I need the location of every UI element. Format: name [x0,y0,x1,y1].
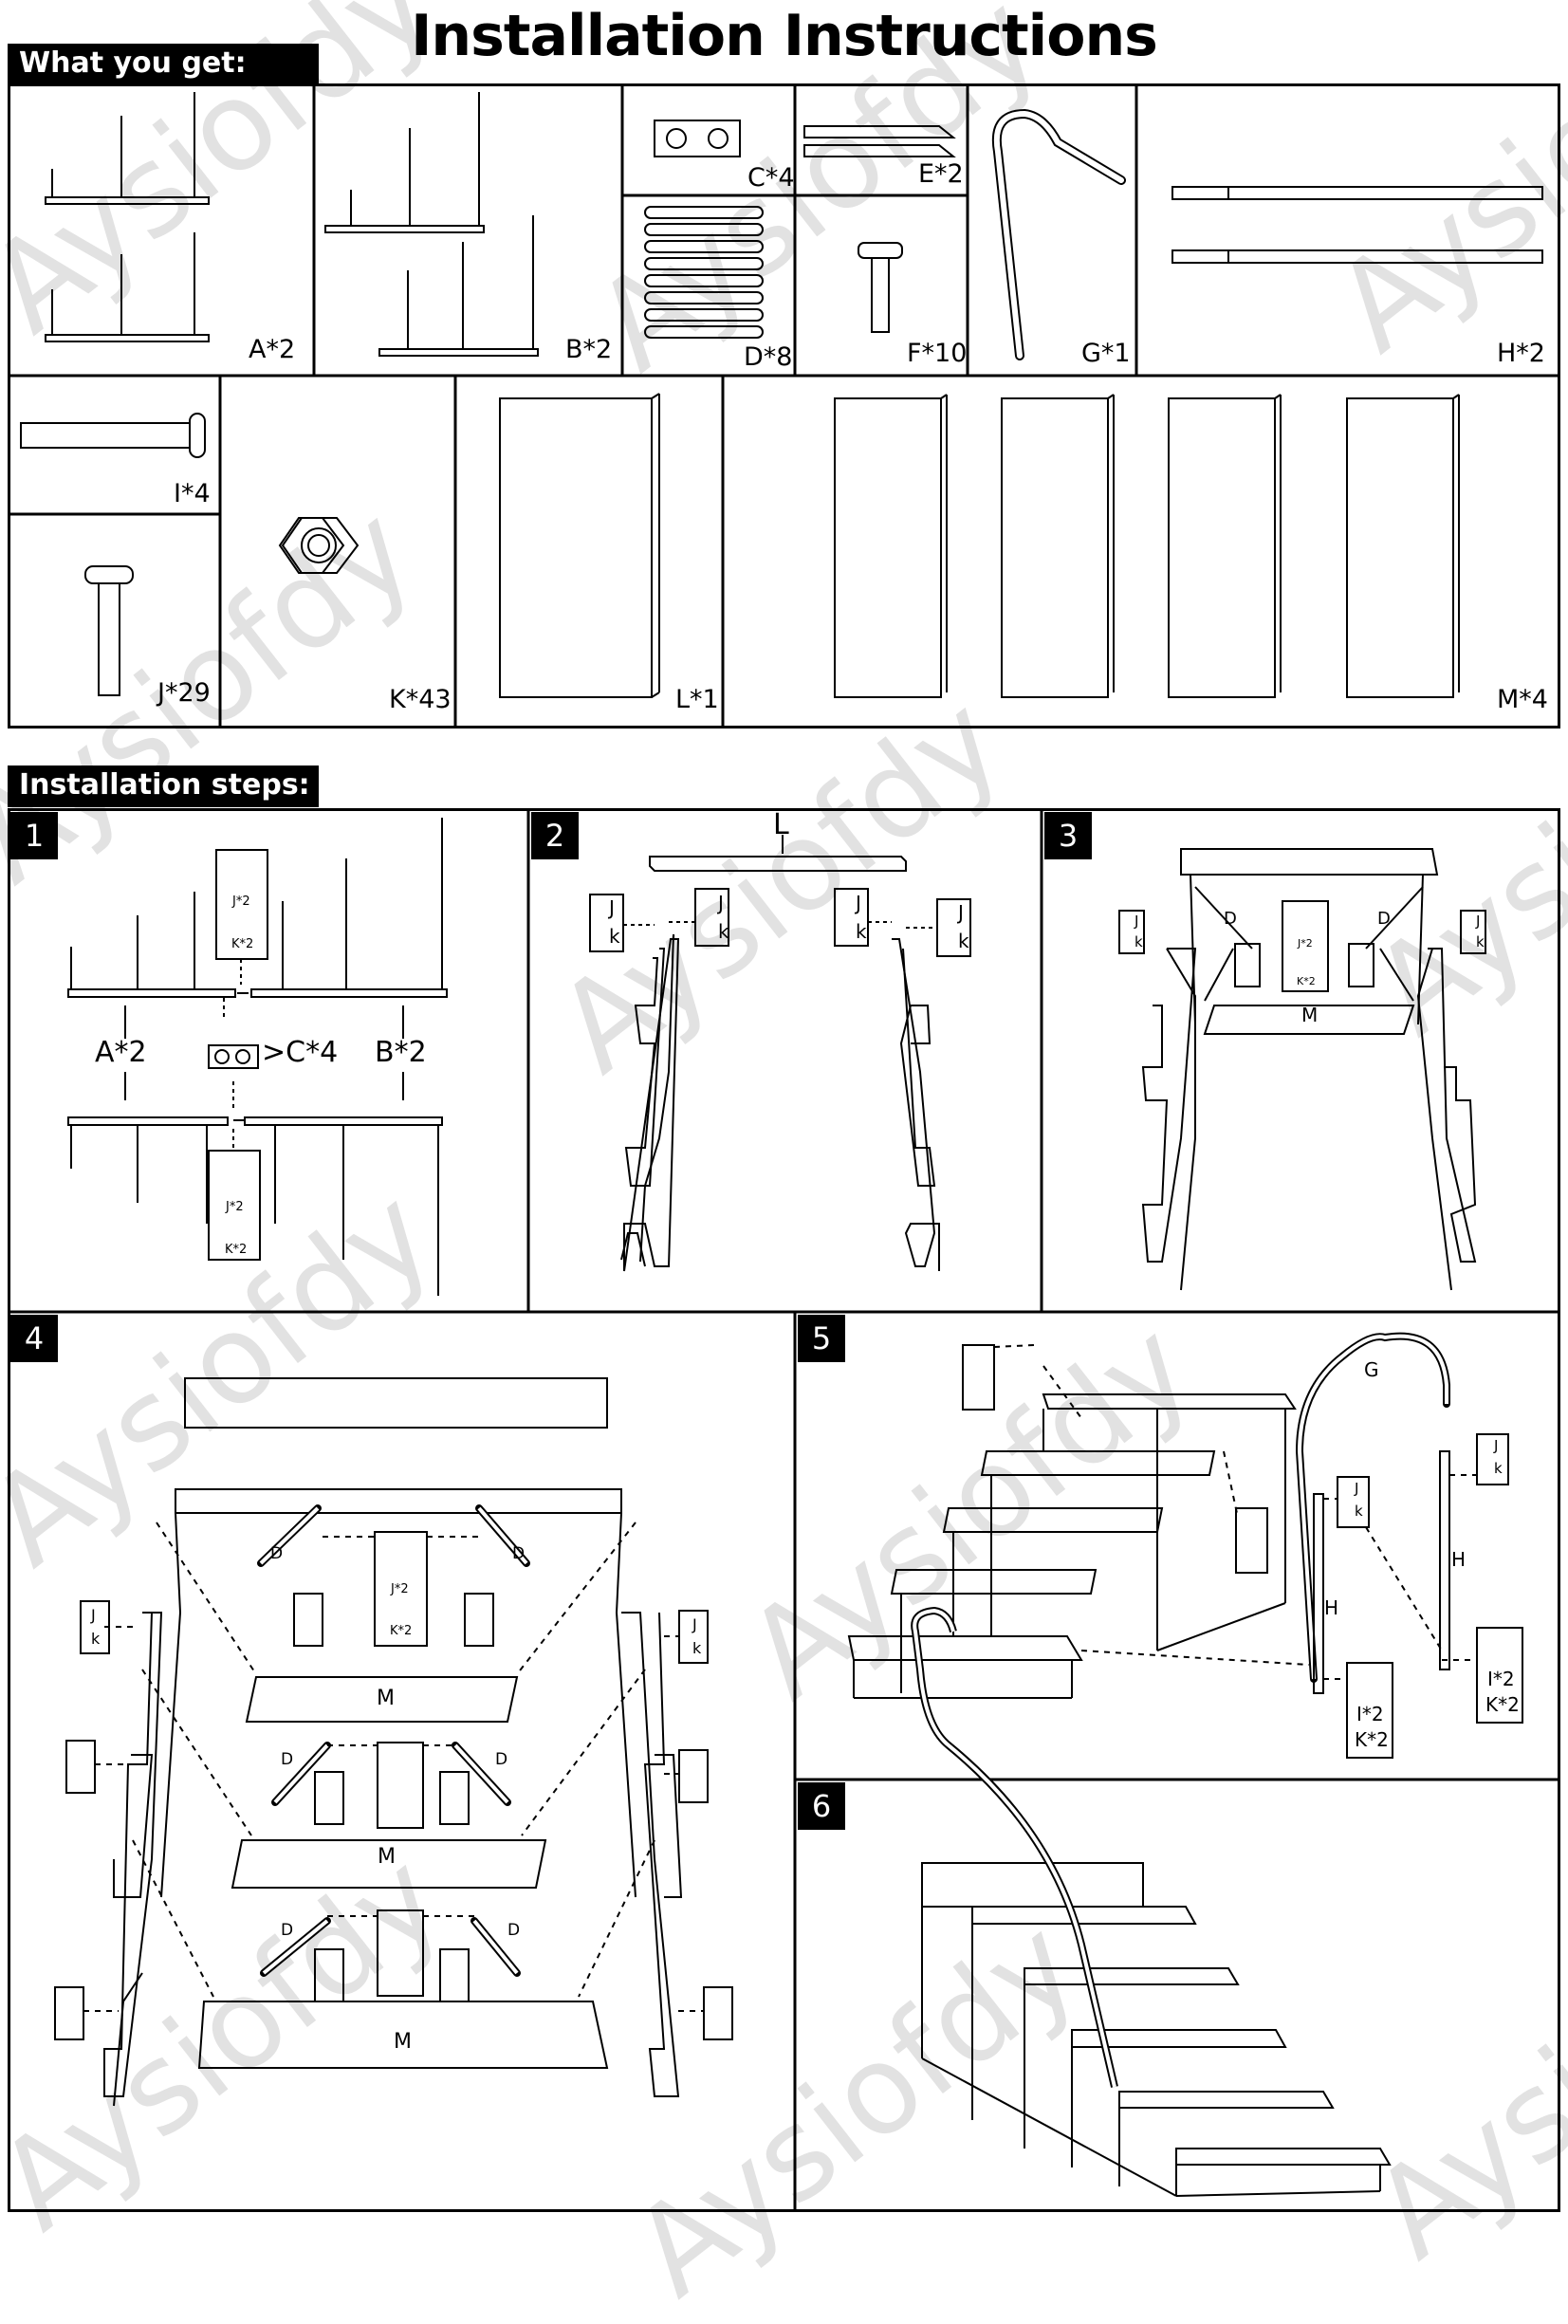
step2-label-k3: k [856,920,867,943]
step3-label-j-right: J [1476,913,1481,930]
step-6-drawing [911,1606,1392,2197]
step2-label-j2: J [718,892,724,914]
step-5-drawing [847,1332,1523,1759]
step2-label-j3: J [856,892,861,914]
step4-label-k2: K*2 [390,1624,413,1638]
part-label-l: L*1 [675,685,719,714]
part-d-drawing [644,206,764,339]
step-number-4: 4 [10,1315,58,1362]
part-f-drawing [858,242,903,333]
step4-label-d4: D [495,1750,508,1769]
step5-label-k2-right: K*2 [1485,1693,1520,1716]
step1-label-j-bottom: J*2 [226,1200,244,1214]
step3-label-k: k [1134,933,1143,950]
step5-label-k-right: k [1494,1460,1503,1477]
steps-panel [8,808,1560,2212]
step2-label-j4: J [958,901,964,924]
part-label-h: H*2 [1497,339,1545,368]
part-j-drawing [84,565,134,696]
step-2-drawing [589,835,971,1272]
step-drawings [54,818,1523,2197]
step3-label-d2: D [1377,909,1391,929]
part-i-drawing [20,413,206,458]
step2-label-k4: k [958,930,969,952]
part-label-e: E*2 [918,159,964,189]
step4-label-j-right: J [692,1615,697,1633]
step3-label-k2: K*2 [1297,975,1316,987]
step1-label-k: K*2 [231,937,254,951]
part-k-drawing [278,517,360,574]
step5-label-j-right: J [1494,1437,1499,1454]
step5-label-h1: H [1324,1596,1339,1619]
steps-header: Installation steps: [8,765,319,807]
step4-label-d1: D [270,1544,284,1563]
part-label-i: I*4 [174,479,211,508]
step-number-5: 5 [798,1315,845,1362]
parts-header: What you get: [8,44,319,85]
part-label-a: A*2 [249,335,296,364]
step5-label-i2-right: I*2 [1487,1668,1515,1690]
step5-label-g: G [1364,1358,1379,1381]
step4-label-m1: M [377,1687,395,1710]
step4-label-j2: J*2 [391,1582,409,1596]
part-label-c: C*4 [747,163,795,193]
part-label-k: K*43 [389,685,452,714]
step2-label-k2: k [718,920,729,943]
steps-grid-lines [8,810,1560,2210]
step-4-drawing [54,1377,733,2107]
part-label-m: M*4 [1497,685,1548,714]
step4-label-d5: D [281,1921,294,1940]
step1-label-a: A*2 [95,1036,147,1069]
step2-label-j: J [609,896,615,919]
part-m-drawing [834,394,1460,698]
parts-panel [8,83,1560,729]
part-label-g: G*1 [1081,339,1131,368]
part-e-drawing [803,125,956,157]
part-label-b: B*2 [565,335,613,364]
part-b-drawing [324,92,539,357]
step4-label-k: k [91,1630,101,1648]
step1-label-k-bottom: K*2 [225,1243,248,1257]
step3-label-j2: J*2 [1298,937,1313,950]
step4-label-d3: D [281,1750,294,1769]
step5-label-j: J [1355,1480,1359,1497]
step-number-2: 2 [531,812,579,859]
step4-label-j: J [91,1606,96,1624]
step-1-drawing [67,818,448,1296]
part-label-j: J*29 [157,678,211,708]
parts-grid-lines [8,85,1560,727]
part-label-f: F*10 [907,339,968,368]
step4-label-d6: D [507,1921,521,1940]
step5-label-k2: K*2 [1355,1728,1389,1751]
step-3-drawing [1118,848,1486,1291]
part-a-drawing [45,92,210,342]
step2-label-k: k [609,925,620,948]
step5-label-i2: I*2 [1356,1703,1384,1725]
step1-label-b: B*2 [375,1036,427,1069]
step4-label-m2: M [378,1845,396,1869]
step4-label-m3: M [394,2030,412,2054]
step2-label-l: L [773,808,789,841]
step3-label-d: D [1224,909,1237,929]
step5-label-k: k [1355,1503,1363,1520]
part-l-drawing [499,393,660,698]
part-label-d: D*8 [744,342,793,372]
step4-label-d2: D [512,1544,526,1563]
step-number-6: 6 [798,1782,845,1830]
step3-label-m: M [1301,1004,1319,1026]
step4-label-k-right: k [692,1639,702,1657]
step1-label-c: >C*4 [262,1036,339,1069]
step-number-3: 3 [1044,812,1092,859]
step3-label-k-right: k [1476,933,1485,950]
part-c-drawing [654,120,741,157]
step5-label-h2: H [1451,1548,1467,1571]
step1-label-j: J*2 [232,895,250,909]
page-title: Installation Instructions [411,3,1158,69]
step3-label-j: J [1134,913,1139,930]
step-number-1: 1 [10,812,58,859]
part-h-drawing [1171,186,1543,264]
part-drawings [20,92,1543,698]
